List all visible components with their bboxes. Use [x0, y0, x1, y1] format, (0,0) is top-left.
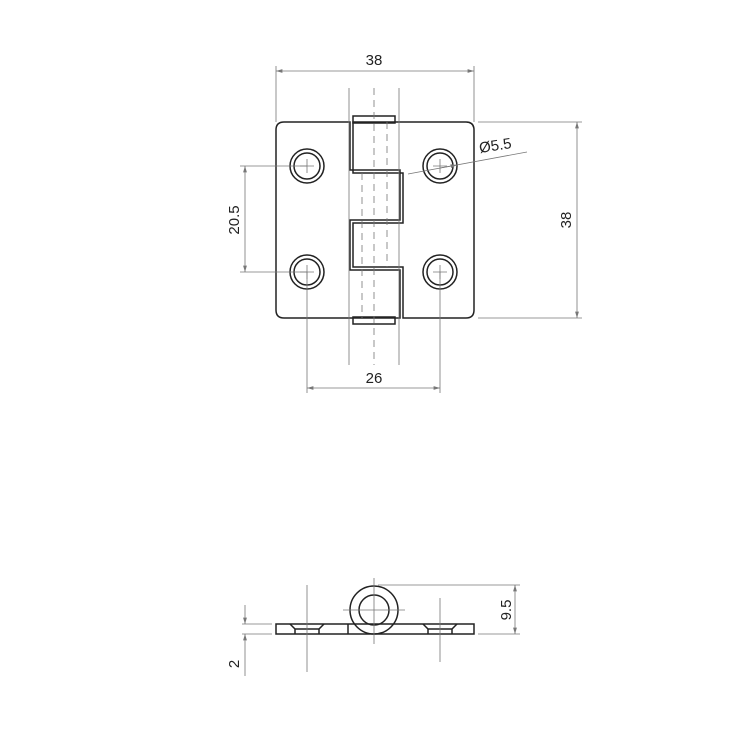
hinge-leaf-left [275, 121, 401, 319]
top-view: 38 38 20.5 26 Ø5.5 [226, 52, 582, 393]
horizontal-hole-spacing-label: 26 [366, 370, 383, 387]
hinge-leaf-right [352, 121, 475, 319]
diameter-leader [407, 151, 528, 175]
side-height-label: 9.5 [498, 600, 515, 621]
plate-section [275, 623, 475, 635]
thickness-label: 2 [226, 660, 243, 668]
height-dimension-label: 38 [558, 212, 575, 229]
hole-diameter-label: Ø5.5 [478, 135, 513, 157]
width-dimension-label: 38 [366, 52, 383, 69]
side-view: 9.5 2 [226, 578, 520, 676]
vertical-hole-spacing-label: 20.5 [226, 205, 243, 234]
